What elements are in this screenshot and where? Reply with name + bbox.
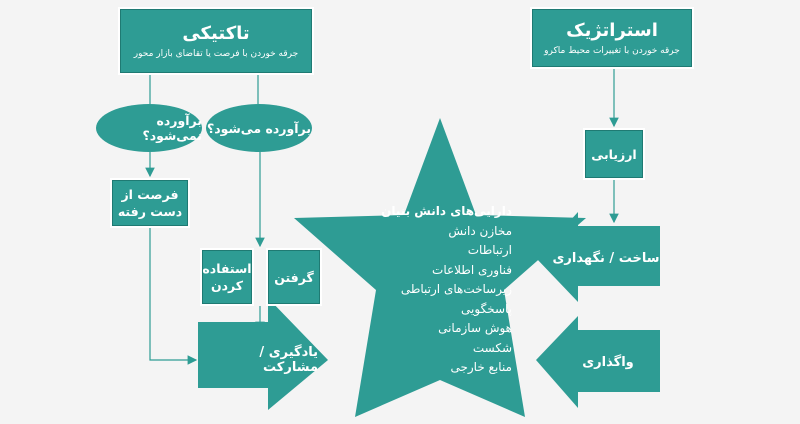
- assets-item: فناوری اطلاعات: [432, 262, 512, 277]
- transfer-label: واگذاری: [582, 354, 634, 370]
- evaluation-box: ارزیابی: [583, 128, 645, 180]
- tactical-subtitle: جرقه خوردن با فرصت یا تقاضای بازار محور: [133, 48, 299, 59]
- take-label: گرفتن: [274, 269, 314, 285]
- strategic-box: استراتژیک جرقه خوردن با تغییرات محیط ماک…: [530, 7, 694, 69]
- lost-opportunity-line1: فرصت از: [121, 187, 179, 202]
- strategic-title: استراتژیک: [566, 19, 658, 41]
- lost-opportunity-box: فرصت از دست رفته: [110, 178, 190, 228]
- connector-lost-learning: [149, 228, 198, 365]
- met-label: برآورده می‌شود؟: [206, 120, 312, 136]
- transfer-arrow: [536, 316, 660, 408]
- assets-item: مخازن دانش: [448, 223, 512, 238]
- tactical-title: تاکتیکی: [182, 22, 250, 44]
- strategic-subtitle: جرقه خوردن با تغییرات محیط ماکرو: [544, 45, 680, 56]
- use-box: استفاده کردن: [200, 248, 254, 306]
- learning-arrow: [198, 298, 328, 410]
- assets-item: شکست: [472, 340, 512, 355]
- take-box: گرفتن: [266, 248, 322, 306]
- assets-item: زیرساخت‌های ارتباطی: [400, 282, 512, 296]
- assets-star: [294, 118, 586, 417]
- build-maintain-label: ساخت / نگهداری: [552, 250, 660, 266]
- not-met-ellipse: برآورده نمی‌شود؟: [96, 104, 202, 152]
- use-line2: کردن: [210, 278, 244, 293]
- lost-opportunity-line2: دست رفته: [117, 204, 183, 219]
- learning-label: یادگیری / مشارکت: [259, 345, 318, 375]
- assets-item: هوش سازمانی: [438, 321, 512, 335]
- assets-item: ارتباطات: [467, 243, 512, 257]
- use-line1: استفاده: [202, 261, 252, 276]
- assets-list: دارایی‌های دانش بنیان مخازن دانش ارتباطا…: [362, 202, 512, 378]
- assets-item: منابع خارجی: [450, 360, 512, 374]
- evaluation-label: ارزیابی: [591, 146, 637, 162]
- assets-heading: دارایی‌های دانش بنیان: [381, 204, 512, 218]
- not-met-label: برآورده نمی‌شود؟: [142, 113, 202, 143]
- build-maintain-arrow: [536, 212, 660, 302]
- assets-item: پاسخگویی: [461, 301, 512, 316]
- tactical-box: تاکتیکی جرقه خوردن با فرصت یا تقاضای باز…: [118, 7, 314, 75]
- met-ellipse: برآورده می‌شود؟: [206, 104, 312, 152]
